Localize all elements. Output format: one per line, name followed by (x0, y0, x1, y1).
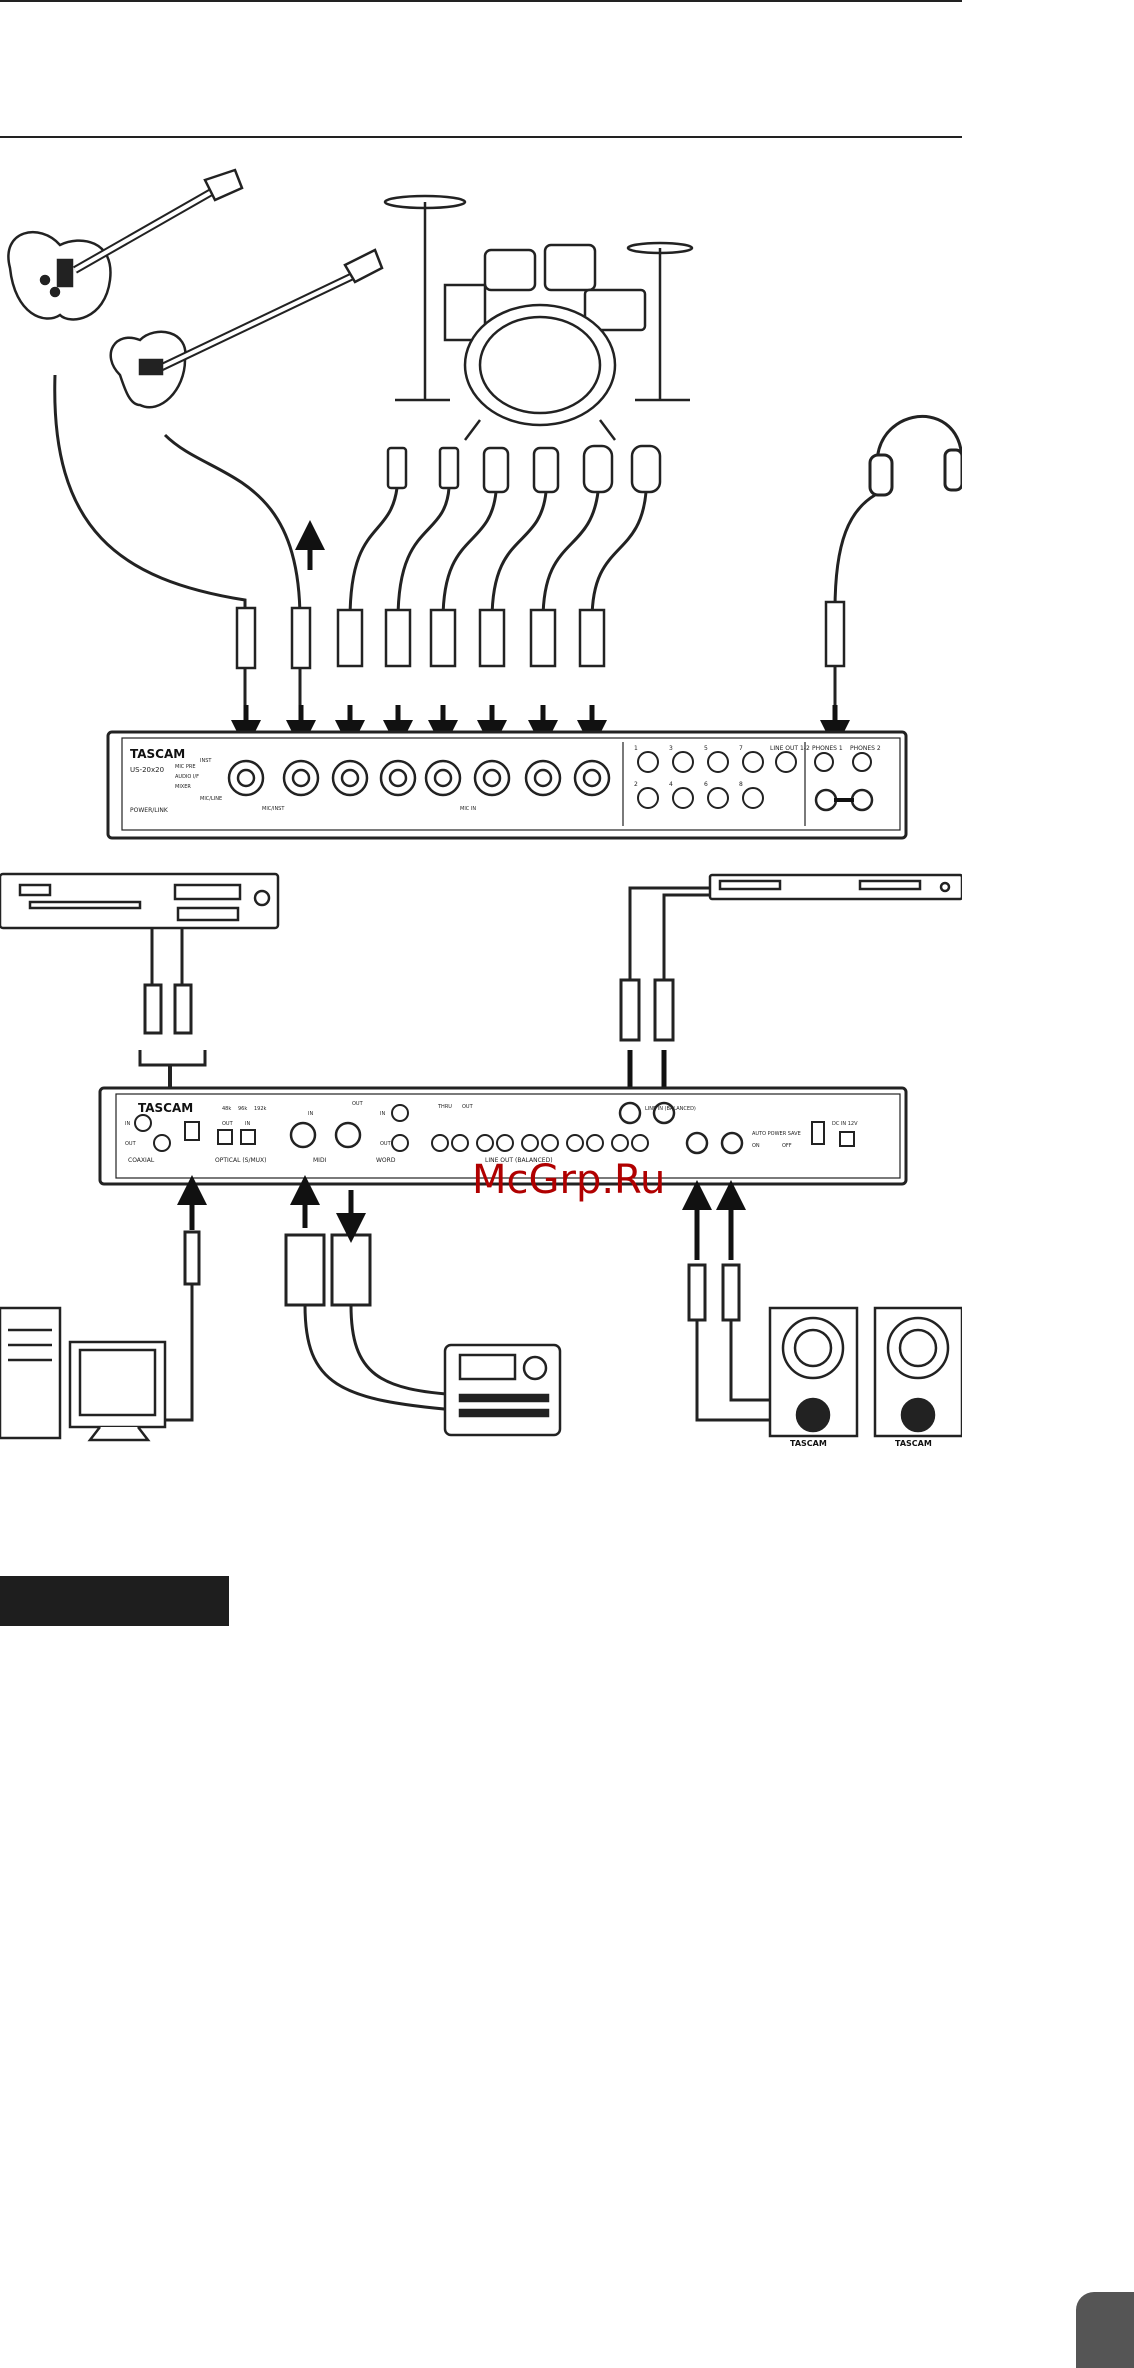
bus-power-label: POWER/LINK (130, 807, 169, 814)
monitor-knob (775, 751, 797, 773)
switch-label: INST (200, 758, 212, 764)
power-off-label: OFF (782, 1143, 792, 1149)
monitor-out-jack-2 (720, 1131, 744, 1155)
phones2-knob (852, 752, 872, 772)
usb-port-icon (184, 1121, 200, 1141)
computer-icon (0, 1306, 167, 1442)
section-heading-bar (0, 1576, 229, 1626)
knob-number: 4 (669, 781, 673, 788)
line-out-jacks (431, 1134, 649, 1152)
connection-diagram: TASCAM US-20x20 POWER/LINK MIC PRE AUDIO… (0, 168, 962, 1448)
microphones-group (386, 444, 662, 494)
mode-label: MIC PRE (175, 764, 196, 770)
cd-player-icon (0, 872, 280, 930)
combo-jacks (227, 759, 611, 797)
word-switch-option: OUT (462, 1104, 474, 1110)
midi-out-port (334, 1121, 362, 1149)
phones1-label: PHONES 1 (812, 745, 843, 752)
knob-number: 2 (634, 781, 638, 788)
midi-in-label: IN (308, 1111, 313, 1117)
coax-in-label: IN (125, 1121, 130, 1127)
optical-out-label: OUT (222, 1121, 234, 1127)
knob-number: 1 (634, 745, 638, 752)
word-switch-option: THRU (437, 1104, 452, 1110)
optical-out-port (217, 1129, 233, 1145)
switch-label: MIC/LINE (200, 796, 222, 802)
word-label: WORD (376, 1157, 396, 1164)
line-in-cables (619, 886, 710, 1042)
optical-in-port (240, 1129, 256, 1145)
line-in-balanced-label: LINE IN (BALANCED) (645, 1106, 696, 1112)
line-in-jack-1 (618, 1101, 642, 1125)
front-model: US-20x20 (130, 766, 164, 774)
optical-label: OPTICAL (S/MUX) (215, 1157, 267, 1164)
midi-label: MIDI (313, 1157, 327, 1164)
phones2-label: PHONES 2 (850, 745, 881, 752)
coax-in-jack (134, 1114, 152, 1132)
gain-knobs (637, 751, 764, 809)
plugs-top (235, 600, 846, 670)
line-in-jack-2 (652, 1101, 676, 1125)
monitor-out-jack-1 (685, 1131, 709, 1155)
interface-front-panel: TASCAM US-20x20 POWER/LINK MIC PRE AUDIO… (106, 730, 908, 840)
rear-brand: TASCAM (138, 1101, 193, 1115)
mic-in-label: MIC IN (460, 806, 476, 812)
coax-out-jack (153, 1134, 171, 1152)
knob-number: 5 (704, 745, 708, 752)
midi-cables (284, 1233, 461, 1412)
line-out-balanced-label: LINE OUT (BALANCED) (485, 1157, 553, 1164)
electric-guitar-icon (7, 168, 244, 321)
power-on-label: ON (752, 1143, 760, 1149)
dc-in-label: DC IN 12V (832, 1121, 858, 1127)
auto-power-save-label: AUTO POWER SAVE (752, 1131, 801, 1137)
arrows-top (231, 520, 850, 750)
midi-out-label: OUT (352, 1101, 364, 1107)
knob-number: 7 (739, 745, 743, 752)
headphones-icon (868, 414, 962, 497)
top-rule (0, 0, 962, 2)
drum-kit-icon (383, 194, 694, 441)
line-out-12-label: LINE OUT 1-2 (770, 745, 810, 752)
phones1-knob (814, 752, 834, 772)
knob-number: 8 (739, 781, 743, 788)
mode-label: MIXER (175, 784, 191, 790)
header-rule (0, 136, 962, 138)
rca-cables (138, 928, 207, 1145)
phones1-jack (814, 788, 838, 812)
front-brand: TASCAM (130, 747, 185, 761)
word-in-jack (391, 1104, 409, 1122)
coax-out-label: OUT (125, 1141, 137, 1147)
speaker-right-brand: TASCAM (895, 1439, 932, 1448)
bass-guitar-icon (109, 248, 384, 409)
speaker-left-brand: TASCAM (790, 1439, 827, 1448)
watermark: McGrp.Ru (472, 1157, 665, 1203)
coaxial-label: COAXIAL (128, 1157, 155, 1164)
knob-number: 3 (669, 745, 673, 752)
interface-rear-panel: TASCAM IN OUT COAXIAL 48k 96k 192k OUT I… (98, 1086, 908, 1186)
word-out-label: OUT (380, 1141, 392, 1147)
monitor-speaker-left-icon (768, 1306, 859, 1438)
freq-label: 48k (222, 1106, 231, 1112)
dc-in-port (839, 1131, 855, 1147)
word-out-jack (391, 1134, 409, 1152)
midi-in-port (289, 1121, 317, 1149)
power-switch-icon (811, 1121, 825, 1145)
monitor-speaker-right-icon (873, 1306, 962, 1438)
drum-machine-icon (443, 1343, 562, 1437)
freq-label: 192k (254, 1106, 267, 1112)
optical-in-label: IN (245, 1121, 250, 1127)
arrows-midi (290, 1175, 366, 1243)
input-cables (53, 374, 876, 710)
word-in-label: IN (380, 1111, 385, 1117)
phones2-jack (850, 788, 874, 812)
speaker-cables (687, 1263, 780, 1422)
freq-label: 96k (238, 1106, 247, 1112)
knob-number: 6 (704, 781, 708, 788)
mode-label: AUDIO I/F (175, 774, 199, 780)
rack-device-icon (708, 873, 962, 901)
mic-inst-label: MIC/INST (262, 806, 285, 812)
arrows-speakers (682, 1180, 746, 1260)
page-edge-tab (1076, 2292, 1134, 2368)
